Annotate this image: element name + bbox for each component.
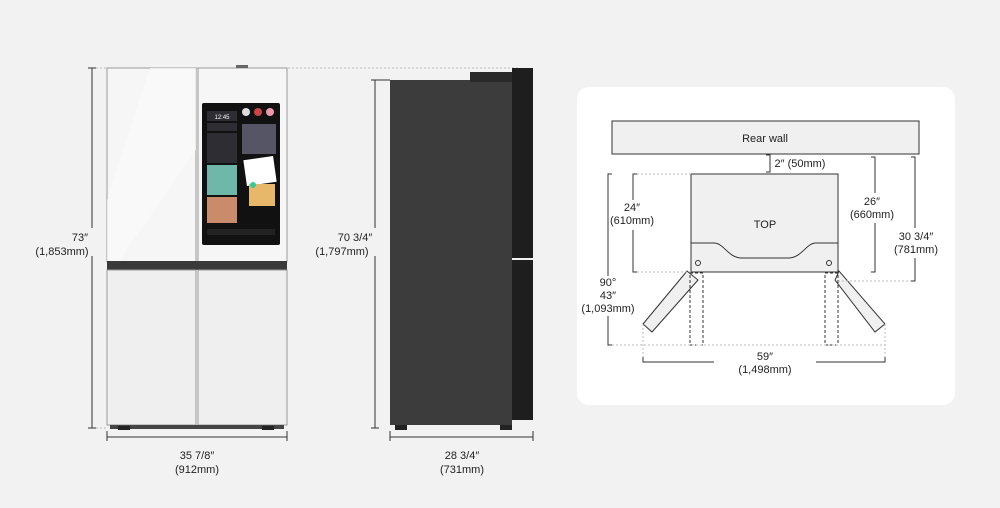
bottom-left-drawer	[106, 269, 197, 426]
depth-mm: (610mm)	[610, 215, 654, 227]
screen-clock: 12:45	[214, 115, 230, 121]
left-door-open	[642, 270, 699, 333]
side-depth-mm: (731mm)	[440, 464, 484, 476]
width-open-mm: (1,498mm)	[738, 364, 791, 376]
front-width-mm: (912mm)	[175, 464, 219, 476]
side-view-fridge: 70 3/4″ (1,797mm) 28 3/4″ (731mm)	[315, 68, 534, 476]
door-angle: 90°	[600, 277, 617, 289]
front-height-mm: (1,853mm)	[35, 246, 88, 258]
front-view-fridge: 12:45 73″ (1,853mm) 35 7/8″ (912mm)	[35, 65, 520, 476]
top-view-panel: Rear wall 2″ (50mm) TOP 24″ (610mm) 26″ …	[577, 87, 955, 405]
depth-inches: 24″	[624, 202, 640, 214]
bottom-right-drawer	[197, 269, 288, 426]
side-body	[390, 80, 512, 425]
rear-wall	[611, 120, 920, 155]
side-depth-inches: 28 3/4″	[445, 450, 480, 462]
side-top-door	[512, 68, 533, 258]
door-open-inches: 43″	[600, 290, 616, 302]
family-hub-screen: 12:45	[202, 103, 280, 245]
front-width-inches: 35 7/8″	[180, 450, 215, 462]
gap-label: 2″ (50mm)	[775, 158, 826, 170]
door-open-mm: (1,093mm)	[581, 303, 634, 315]
side-height-mm: (1,797mm)	[315, 246, 368, 258]
depth-total-mm: (781mm)	[894, 244, 938, 256]
depth-handle-mm: (660mm)	[850, 209, 894, 221]
side-bottom-door	[512, 260, 533, 420]
right-door-open	[834, 270, 886, 333]
width-open-inches: 59″	[757, 351, 773, 363]
front-height-inches: 73″	[72, 232, 88, 244]
top-label: TOP	[754, 219, 776, 231]
depth-handle-inches: 26″	[864, 196, 880, 208]
rear-wall-label: Rear wall	[742, 133, 788, 145]
side-height-inches: 70 3/4″	[338, 232, 373, 244]
divider-band	[107, 261, 287, 270]
fridge-top	[690, 173, 839, 273]
depth-total-inches: 30 3/4″	[899, 231, 934, 243]
